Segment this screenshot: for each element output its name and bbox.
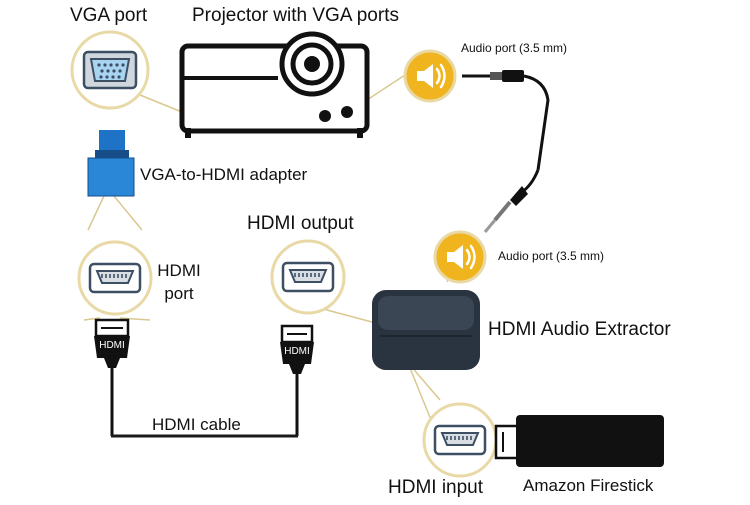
hdmi-plug-icon bbox=[94, 318, 130, 436]
hdmi-audio-extractor-label: HDMI Audio Extractor bbox=[488, 319, 671, 340]
audio-jack-icon bbox=[462, 70, 550, 233]
amazon-firestick-label: Amazon Firestick bbox=[523, 476, 654, 495]
hdmi-input-label: HDMI input bbox=[388, 477, 484, 498]
hdmi-plug-icon bbox=[280, 324, 314, 436]
hdmi-output-label: HDMI output bbox=[247, 213, 354, 234]
audio-port-bottom-label: Audio port (3.5 mm) bbox=[498, 249, 605, 263]
hdmi-port-icon bbox=[422, 402, 498, 478]
speaker-icon bbox=[433, 230, 487, 284]
vga-port-label: VGA port bbox=[70, 5, 148, 26]
audio-port-top-label: Audio port (3.5 mm) bbox=[461, 41, 568, 55]
vga-port-icon bbox=[70, 30, 150, 110]
firestick-icon bbox=[494, 415, 664, 467]
projector-label: Projector with VGA ports bbox=[192, 5, 399, 26]
hdmi-audio-extractor-icon bbox=[372, 290, 480, 370]
hdmi-port-label-line1: HDMI bbox=[157, 261, 201, 280]
hdmi-port-icon bbox=[77, 240, 153, 316]
hdmi-port-label-line2: port bbox=[164, 283, 194, 303]
hdmi-plug-text-right: HDMI bbox=[284, 346, 310, 357]
hdmi-cable-label: HDMI cable bbox=[152, 415, 241, 434]
vga-hdmi-adapter-icon bbox=[87, 130, 135, 197]
hdmi-plug-text-left: HDMI bbox=[99, 340, 125, 351]
hdmi-port-label: HDMI port bbox=[152, 261, 206, 303]
projector-icon bbox=[179, 31, 370, 138]
vga-hdmi-adapter-label: VGA-to-HDMI adapter bbox=[140, 165, 308, 184]
speaker-icon bbox=[403, 49, 457, 103]
hdmi-port-icon bbox=[270, 239, 346, 315]
